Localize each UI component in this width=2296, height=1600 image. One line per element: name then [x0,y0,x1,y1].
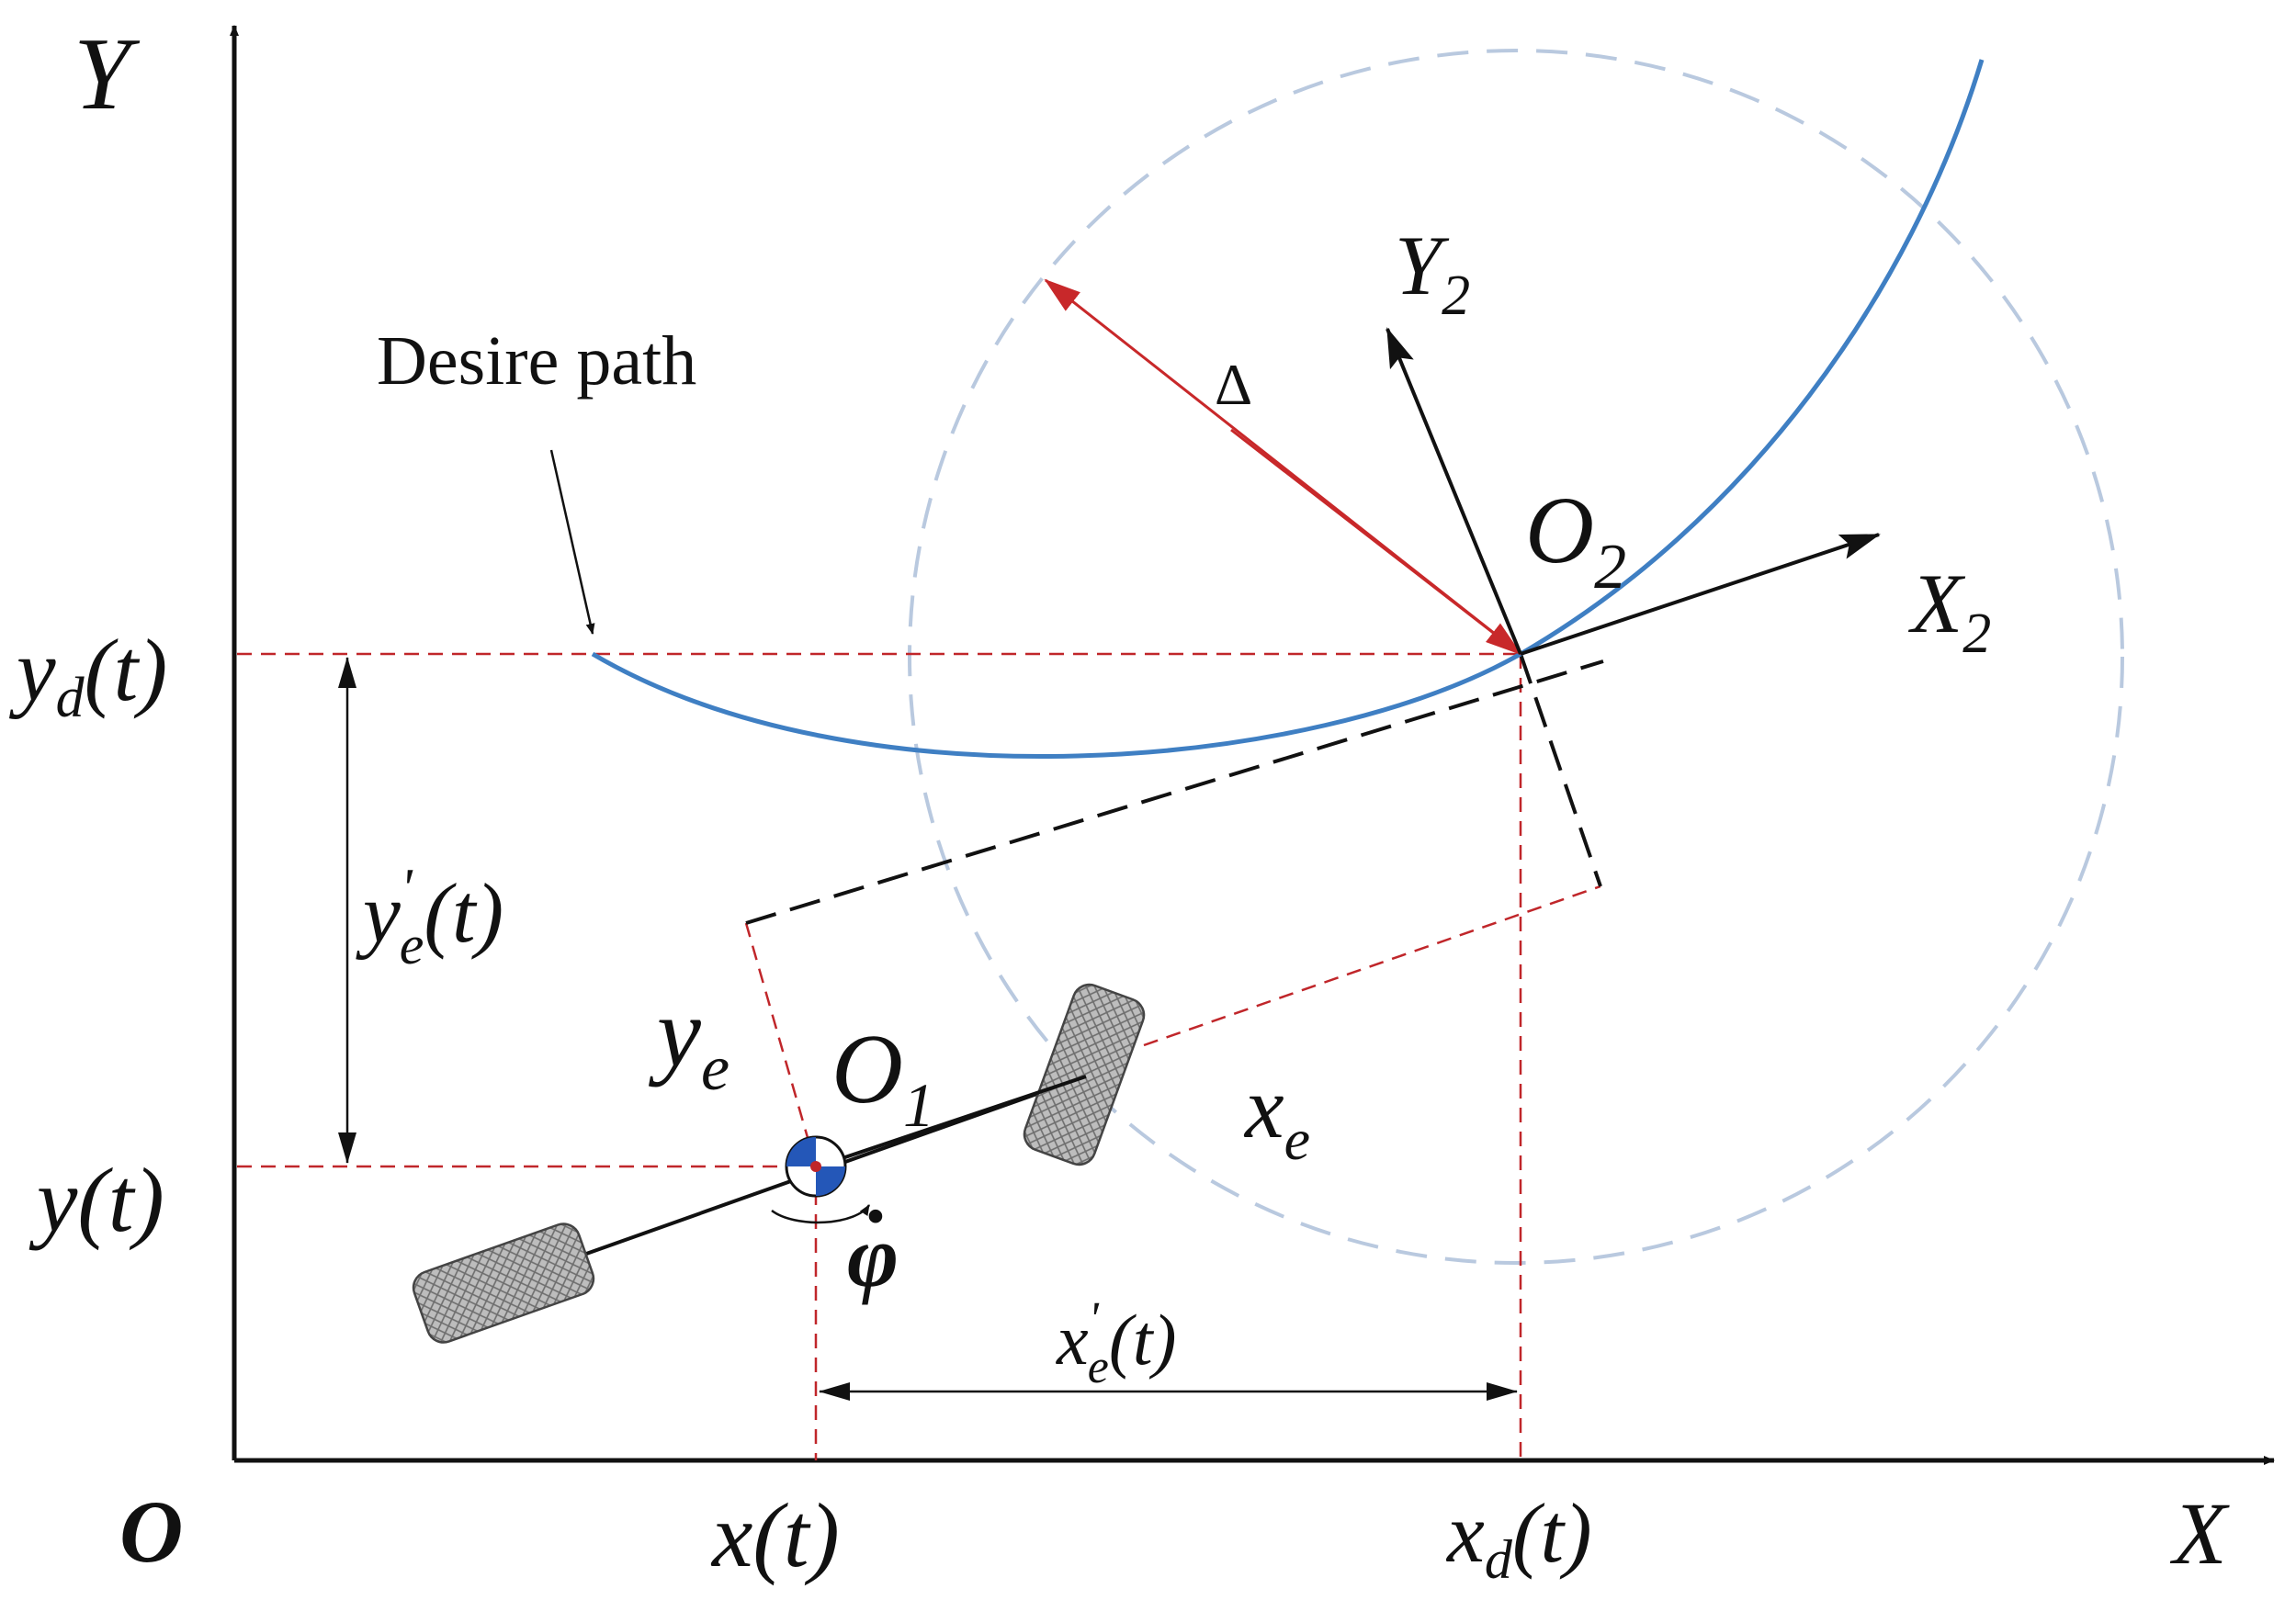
xd-tick-label: xd(t) [1445,1486,1592,1590]
yaw-rate-arc [771,1204,871,1224]
vehicle-axle-front [817,1075,1087,1168]
radius-label: Δ [1215,352,1252,417]
y2-axis [1386,327,1522,655]
projection-lines [745,653,1604,925]
vehicle-origin-label: O1 [831,1015,934,1140]
front-wheel [1023,983,1146,1166]
xe-guide [1143,885,1601,1047]
origin-label: O [119,1482,183,1581]
x2-axis [1520,533,1881,656]
yd-tick-label: yd(t) [8,621,167,729]
radius-arrow-to-origin [1230,428,1522,656]
desire-path-pointer [549,449,595,635]
yaw-rate-dot: . [868,1149,889,1240]
vehicle-center-marker [785,1135,847,1198]
yaw-rate-label: φ [847,1207,899,1305]
ye-prime-label: y'e(t) [356,858,503,975]
ye-guide [744,922,818,1167]
desire-path-curve [591,59,1985,759]
guide-lines [237,652,1601,1460]
desire-path-label: Desire path [377,322,696,400]
xe-prime-label: x'e(t) [1056,1293,1176,1393]
frame2-x-label: X2 [1907,557,1991,665]
y-axis-label: Y [74,17,141,131]
frame2-origin-label: O2 [1525,478,1626,603]
xe-label: xe [1243,1058,1310,1172]
x-tick-label: x(t) [710,1484,840,1586]
x-axis-label: X [2169,1484,2230,1583]
y-tick-label: y(t) [28,1149,164,1251]
ye-label: ye [648,978,730,1104]
lookahead-circle [908,49,2124,1265]
frame2-y-label: Y2 [1395,219,1470,327]
rear-wheel [412,1223,595,1344]
